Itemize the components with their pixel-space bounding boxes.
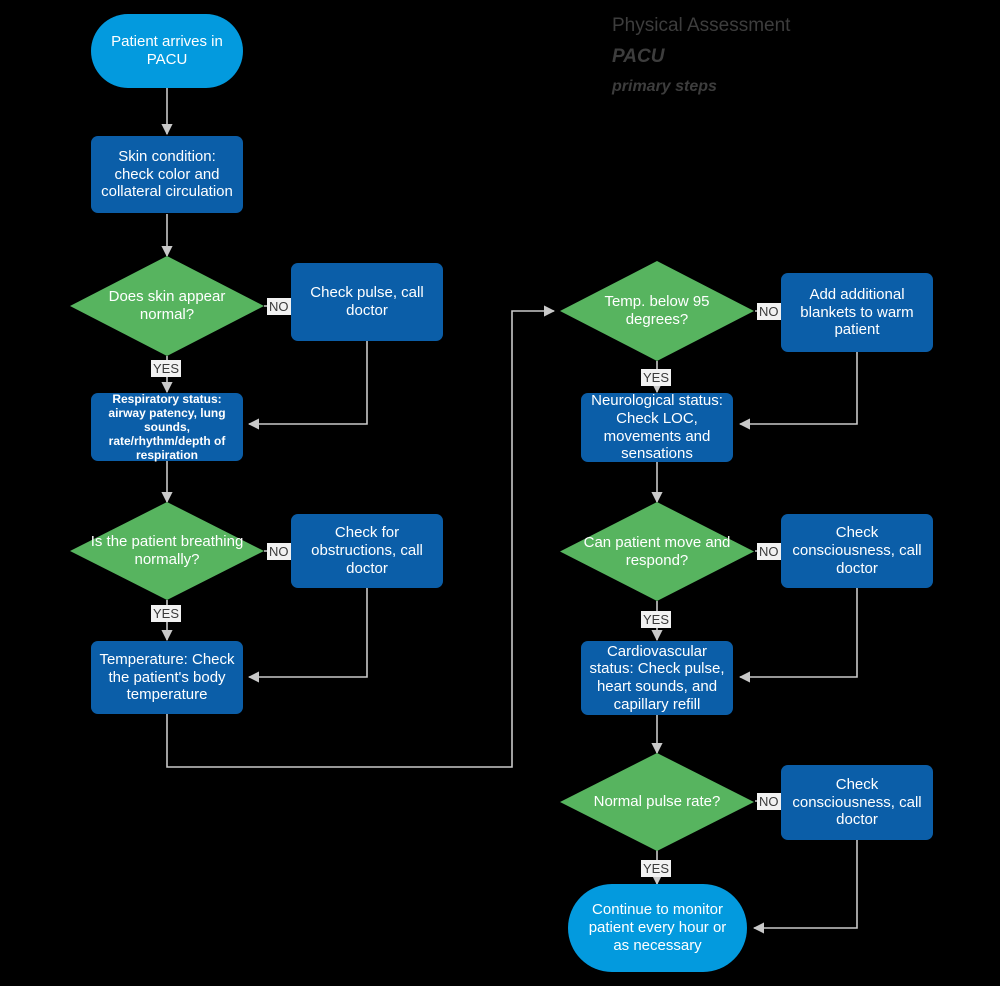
node-check-obstructions[interactable]: Check for obstructions, call doctor <box>291 514 443 588</box>
node-skin-condition[interactable]: Skin condition: check color and collater… <box>91 136 243 213</box>
node-temperature[interactable]: Temperature: Check the patient's body te… <box>91 641 243 714</box>
edge-consciousness2-to-end <box>752 840 858 934</box>
header-subtitle: PACU <box>612 46 665 67</box>
node-skin-decision[interactable]: Does skin appear normal? <box>70 256 264 356</box>
edge-label-skin-yes: YES <box>151 360 182 377</box>
edge-label-breathing-yes: YES <box>151 605 182 622</box>
edge-label-pulse-yes: YES <box>641 860 672 877</box>
header-caption: primary steps <box>612 78 717 95</box>
node-breathing-decision[interactable]: Is the patient breathing normally? <box>70 502 264 600</box>
header-title: Physical Assessment <box>612 15 791 36</box>
node-add-blankets[interactable]: Add additional blankets to warm patient <box>781 273 933 352</box>
node-pulse-rate-decision[interactable]: Normal pulse rate? <box>560 753 754 851</box>
node-start[interactable]: Patient arrives in PACU <box>91 14 243 88</box>
node-check-consciousness-2[interactable]: Check consciousness, call doctor <box>781 765 933 840</box>
edge-label-skin-no: NO <box>267 298 291 315</box>
edge-consciousness1-to-cardio <box>738 588 858 683</box>
node-respiratory-status[interactable]: Respiratory status: airway patency, lung… <box>91 392 243 462</box>
node-end[interactable]: Continue to monitor patient every hour o… <box>568 884 747 972</box>
edge-label-move-yes: YES <box>641 611 672 628</box>
node-move-respond-decision[interactable]: Can patient move and respond? <box>560 502 754 601</box>
node-check-pulse-call-doctor[interactable]: Check pulse, call doctor <box>291 263 443 341</box>
edge-label-temp-yes: YES <box>641 369 672 386</box>
edge-blankets-to-neurological <box>738 352 858 430</box>
edge-label-breathing-no: NO <box>267 543 291 560</box>
node-neurological-status[interactable]: Neurological status: Check LOC, movement… <box>581 392 733 462</box>
edge-pulse-to-respiratory <box>247 341 368 430</box>
edge-label-temp-no: NO <box>757 303 781 320</box>
node-check-consciousness-1[interactable]: Check consciousness, call doctor <box>781 514 933 588</box>
node-cardiovascular-status[interactable]: Cardiovascular status: Check pulse, hear… <box>581 641 733 715</box>
node-temp-decision[interactable]: Temp. below 95 degrees? <box>560 261 754 361</box>
edge-obstructions-to-temperature <box>247 588 368 683</box>
edge-label-pulse-no: NO <box>757 793 781 810</box>
edge-label-move-no: NO <box>757 543 781 560</box>
